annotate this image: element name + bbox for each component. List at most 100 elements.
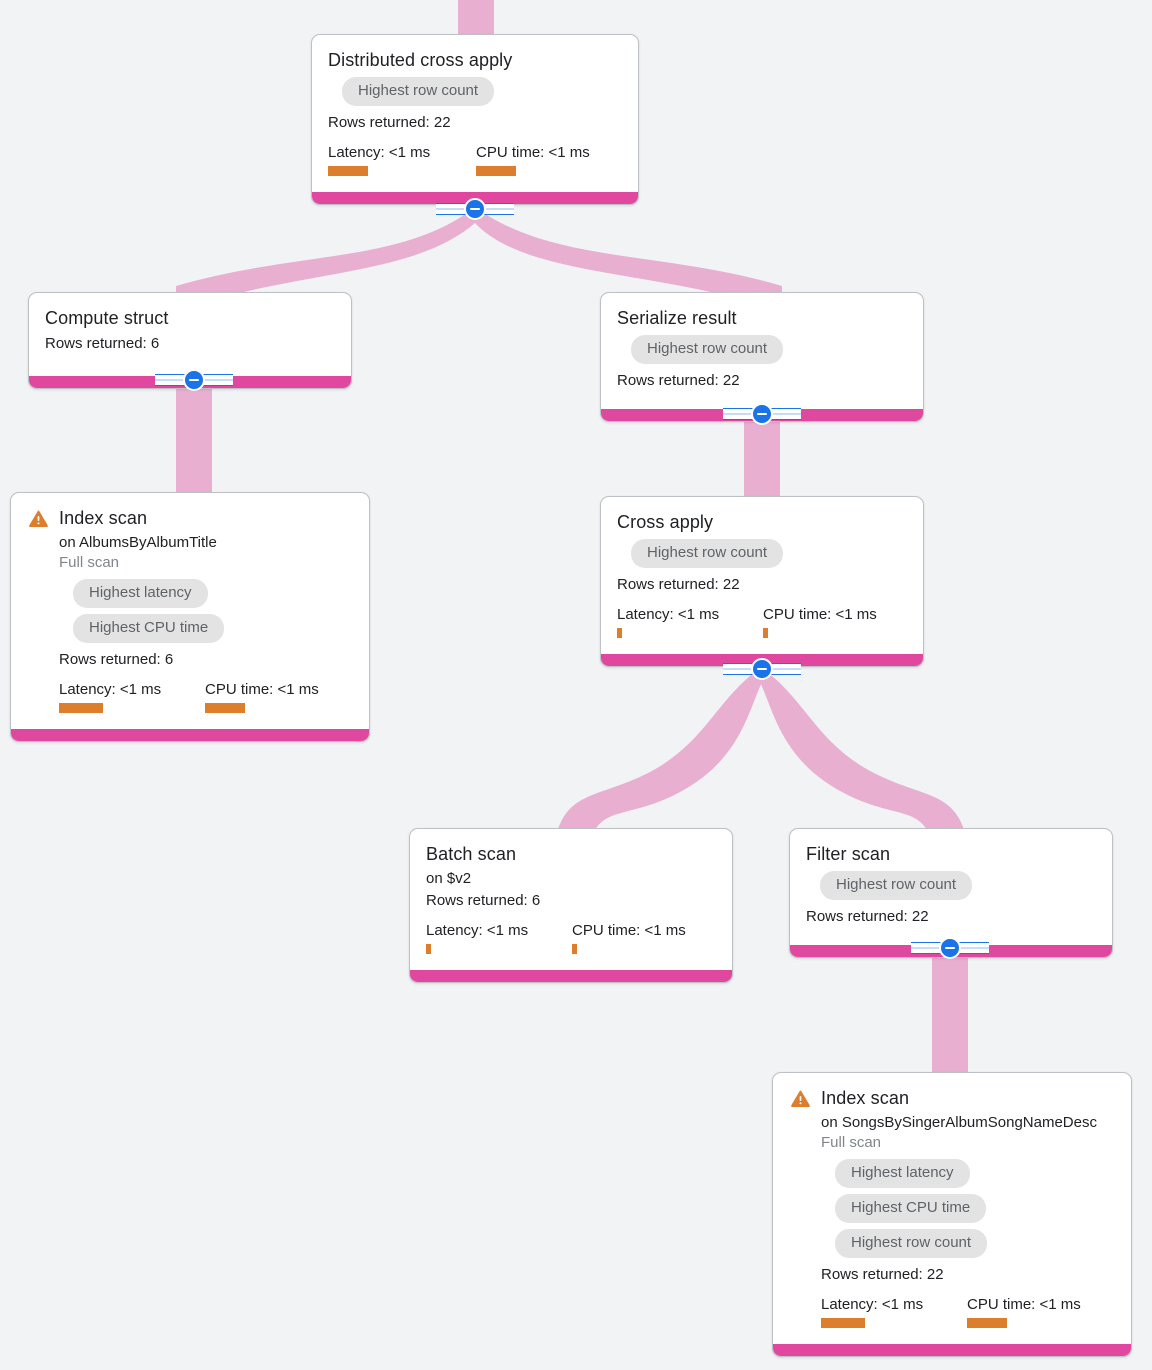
badge-list: Highest latency (821, 1153, 1115, 1188)
badge-list: Highest row count (806, 865, 1096, 900)
metric-cpu-time: CPU time: <1 ms (205, 681, 319, 713)
minus-icon (939, 937, 961, 959)
edge-serialize-result-to-cross-apply (744, 412, 780, 502)
badge-highest-row-count: Highest row count (820, 871, 973, 900)
node-filter-scan[interactable]: Filter scan Highest row count Rows retur… (789, 828, 1113, 958)
node-subtitle: on AlbumsByAlbumTitle (59, 534, 217, 551)
badge-list: Highest row count (821, 1223, 1115, 1258)
node-cross-apply[interactable]: Cross apply Highest row count Rows retur… (600, 496, 924, 667)
node-title: Distributed cross apply (328, 50, 513, 70)
collapse-button-compute-struct[interactable] (155, 369, 233, 391)
collapse-button-filter-scan[interactable] (911, 937, 989, 959)
badge-list: Highest CPU time (59, 608, 353, 643)
minus-icon (464, 198, 486, 220)
metrics-row: Latency: <1 ms CPU time: <1 ms (821, 1296, 1115, 1328)
badge-highest-cpu-time: Highest CPU time (835, 1194, 987, 1223)
rows-returned: Rows returned: 6 (426, 892, 541, 909)
node-body: Filter scan Highest row count Rows retur… (790, 829, 1112, 945)
node-title: Index scan (59, 508, 148, 528)
rows-returned: Rows returned: 22 (617, 576, 740, 593)
edge-root-to-compute-struct (176, 208, 476, 300)
metric-latency-bar (59, 703, 103, 713)
badge-list: Highest row count (617, 329, 907, 364)
rows-returned: Rows returned: 22 (821, 1266, 944, 1283)
edge-filter-scan-to-index-scan-songs (932, 946, 968, 1072)
metric-cpu-time-label: CPU time: <1 ms (476, 144, 590, 161)
node-serialize-result[interactable]: Serialize result Highest row count Rows … (600, 292, 924, 422)
metric-cpu-time-bar (572, 944, 577, 954)
metric-latency: Latency: <1 ms (617, 606, 763, 638)
metric-latency-bar (328, 166, 368, 176)
badge-highest-latency: Highest latency (73, 579, 208, 608)
metrics-row: Latency: <1 ms CPU time: <1 ms (617, 606, 907, 638)
badge-highest-row-count: Highest row count (631, 335, 784, 364)
metric-latency: Latency: <1 ms (328, 144, 476, 176)
metric-latency-bar (426, 944, 431, 954)
metric-latency: Latency: <1 ms (426, 922, 572, 954)
metric-cpu-time-bar (476, 166, 516, 176)
minus-icon (751, 658, 773, 680)
rows-returned: Rows returned: 6 (59, 651, 174, 668)
badge-list: Highest CPU time (821, 1188, 1115, 1223)
warning-icon (29, 510, 48, 527)
rows-returned: Rows returned: 22 (617, 372, 740, 389)
node-title: Batch scan (426, 844, 517, 864)
minus-icon (751, 403, 773, 425)
metrics-row: Latency: <1 ms CPU time: <1 ms (328, 144, 622, 176)
metric-cpu-time: CPU time: <1 ms (763, 606, 877, 638)
node-title: Filter scan (806, 844, 891, 864)
metric-cpu-time-bar (763, 628, 768, 638)
metric-cpu-time: CPU time: <1 ms (967, 1296, 1081, 1328)
rows-returned: Rows returned: 22 (806, 908, 929, 925)
node-body: Distributed cross apply Highest row coun… (312, 35, 638, 192)
node-title: Serialize result (617, 308, 737, 328)
node-footer-bar (11, 729, 369, 741)
metrics-row: Latency: <1 ms CPU time: <1 ms (59, 681, 353, 713)
metric-cpu-time: CPU time: <1 ms (476, 144, 590, 176)
metric-latency: Latency: <1 ms (59, 681, 205, 713)
metric-cpu-time-bar (967, 1318, 1007, 1328)
badge-highest-row-count: Highest row count (631, 539, 784, 568)
metric-latency-label: Latency: <1 ms (59, 681, 162, 698)
metric-latency-bar (821, 1318, 865, 1328)
node-footer-bar (773, 1344, 1131, 1356)
node-index-scan-songs[interactable]: Index scan on SongsBySingerAlbumSongName… (772, 1072, 1132, 1357)
badge-list: Highest latency (59, 573, 353, 608)
metric-latency-label: Latency: <1 ms (426, 922, 529, 939)
metric-latency: Latency: <1 ms (821, 1296, 967, 1328)
node-scan-type: Full scan (821, 1134, 882, 1151)
metric-latency-label: Latency: <1 ms (617, 606, 720, 623)
node-footer-bar (410, 970, 732, 982)
node-body: Cross apply Highest row count Rows retur… (601, 497, 923, 654)
edge-cross-apply-to-batch-scan (556, 668, 762, 836)
minus-icon (183, 369, 205, 391)
rows-returned: Rows returned: 22 (328, 114, 451, 131)
node-subtitle: on SongsBySingerAlbumSongNameDesc (821, 1114, 1097, 1131)
metric-latency-label: Latency: <1 ms (328, 144, 431, 161)
node-title: Index scan (821, 1088, 910, 1108)
metric-latency-bar (617, 628, 622, 638)
node-batch-scan[interactable]: Batch scan on $v2 Rows returned: 6 Laten… (409, 828, 733, 983)
metric-cpu-time: CPU time: <1 ms (572, 922, 686, 954)
node-distributed-cross-apply[interactable]: Distributed cross apply Highest row coun… (311, 34, 639, 205)
collapse-button-cross-apply[interactable] (723, 658, 801, 680)
warning-icon (791, 1090, 810, 1107)
rows-returned: Rows returned: 6 (45, 335, 160, 352)
node-body: Index scan on AlbumsByAlbumTitle Full sc… (11, 493, 369, 729)
node-title: Compute struct (45, 308, 169, 328)
badge-highest-cpu-time: Highest CPU time (73, 614, 225, 643)
node-index-scan-albums[interactable]: Index scan on AlbumsByAlbumTitle Full sc… (10, 492, 370, 742)
badge-list: Highest row count (617, 533, 907, 568)
badge-highest-row-count: Highest row count (835, 1229, 988, 1258)
badge-highest-latency: Highest latency (835, 1159, 970, 1188)
collapse-button-distributed-cross-apply[interactable] (436, 198, 514, 220)
node-body: Batch scan on $v2 Rows returned: 6 Laten… (410, 829, 732, 970)
edge-compute-struct-to-index-scan-albums (176, 378, 212, 500)
node-body: Index scan on SongsBySingerAlbumSongName… (773, 1073, 1131, 1344)
metric-cpu-time-label: CPU time: <1 ms (763, 606, 877, 623)
node-body: Compute struct Rows returned: 6 (29, 293, 351, 376)
metric-latency-label: Latency: <1 ms (821, 1296, 924, 1313)
edge-cross-apply-to-filter-scan (760, 668, 966, 836)
collapse-button-serialize-result[interactable] (723, 403, 801, 425)
